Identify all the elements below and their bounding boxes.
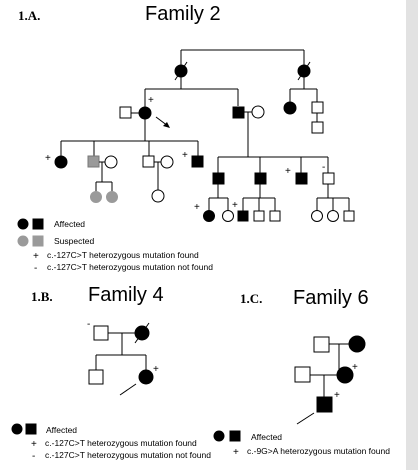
family2-gen3-male-2 [322,172,335,185]
proband-arrow-c [296,412,315,425]
family2-gen3-spouse-female-2 [160,155,174,169]
legend-affected-female-symbol [17,218,29,230]
family2-gen4-affected-male [237,210,249,222]
family2-gen4-affected-female [203,210,215,222]
marker-plus: + [194,202,200,213]
legend-affected-male-symbol [32,218,44,230]
family2-gen3-spouse-female [104,155,118,169]
proband-arrow-b [119,383,137,396]
legend-minus-symbol: - [34,263,37,274]
panel-a-legend: Affected Suspected + c.-127C>T heterozyg… [17,218,213,274]
family2-gen3-male-right [311,121,324,134]
family-6-pedigree: + + [294,335,366,425]
family2-gen4-suspected-female [90,191,102,203]
legend-affected-female-symbol [11,423,23,435]
legend-affected: Affected [46,425,77,435]
marker-minus: - [87,319,90,330]
family2-gen3-affected-male-3 [254,172,267,185]
legend-affected-male-symbol [229,430,241,442]
marker-plus: + [148,95,154,106]
family2-gen4-suspected-female-2 [106,191,118,203]
family2-gen3-affected-male-4 [295,172,308,185]
family2-gen2-spouse-female [251,105,265,119]
legend-plus-symbol: + [31,439,37,450]
legend-affected-male-symbol [25,423,37,435]
family2-gen4-female-3 [311,210,323,222]
panel-b-title: Family 4 [88,284,164,306]
family6-gen1-male [313,336,330,353]
panel-b: 1.B. Family 4 - + Affected + c.-127C>T h… [11,284,211,462]
marker-plus: + [182,150,188,161]
legend-affected: Affected [251,432,282,442]
family2-gen3-affected-male-2 [212,172,225,185]
family4-gen2-male [88,369,104,385]
marker-plus: + [232,200,238,211]
legend-mutation-found: c.-127C>T heterozygous mutation found [45,438,197,448]
family2-gen3-affected-female [54,155,68,169]
panel-b-label: 1.B. [31,289,53,304]
family2-gen2-spouse-male [119,106,132,119]
panel-c-title: Family 6 [293,287,369,309]
family4-gen1-male [93,325,109,341]
legend-affected-female-symbol [213,430,225,442]
marker-minus: - [322,162,325,173]
family2-gen4-female-4 [327,210,339,222]
panel-c-legend: Affected + c.-9G>A heterozygous mutation… [213,430,390,458]
panel-a: 1.A. Family 2 + [17,3,355,274]
panel-c: 1.C. Family 6 + + Affected + c.-9G>A het… [213,287,390,458]
legend-mutation-found: c.-127C>T heterozygous mutation found [47,250,199,260]
legend-minus-symbol: - [32,451,35,462]
family2-gen3-male [142,155,155,168]
family2-gen4-female [151,189,165,203]
family2-gen4-male-2 [269,210,281,222]
family-2-pedigree: + + + [45,49,355,222]
family2-gen4-female-2 [222,210,234,222]
panel-a-label: 1.A. [18,8,40,23]
family2-gen3-suspected-male [87,155,100,168]
marker-plus: + [352,362,358,373]
marker-plus: + [334,390,340,401]
marker-plus: + [45,153,51,164]
family6-proband-affected-male [316,396,333,413]
family2-gen2-male [311,101,324,114]
family2-proband-female [138,106,152,120]
marker-plus: + [285,166,291,177]
legend-affected: Affected [54,219,85,229]
family4-proband-female [138,369,154,385]
family6-gen2-affected-female [336,366,354,384]
proband-arrowhead [163,122,170,128]
panel-a-title: Family 2 [145,3,221,25]
legend-mutation-not-found: c.-127C>T heterozygous mutation not foun… [45,450,211,460]
panel-b-legend: Affected + c.-127C>T heterozygous mutati… [11,423,211,462]
side-strip [406,0,418,470]
marker-plus: + [153,364,159,375]
family2-gen3-affected-male [191,155,204,168]
legend-plus-symbol: + [233,447,239,458]
legend-suspected-male-symbol [32,235,44,247]
legend-plus-symbol: + [33,251,39,262]
legend-suspected-female-symbol [17,235,29,247]
family2-gen2-affected-male [232,106,245,119]
family2-gen4-male-3 [343,210,355,222]
legend-mutation-not-found: c.-127C>T heterozygous mutation not foun… [47,262,213,272]
legend-mutation-found: c.-9G>A heterozygous mutation found [247,446,390,456]
family6-gen1-affected-female [348,335,366,353]
panel-c-label: 1.C. [240,291,262,306]
family2-gen4-male [253,210,265,222]
family-4-pedigree: - + [87,319,159,396]
family2-gen2-affected-female [283,101,297,115]
legend-suspected: Suspected [54,236,94,246]
pedigree-figure: 1.A. Family 2 + [11,3,390,462]
family6-gen2-male [294,366,311,383]
